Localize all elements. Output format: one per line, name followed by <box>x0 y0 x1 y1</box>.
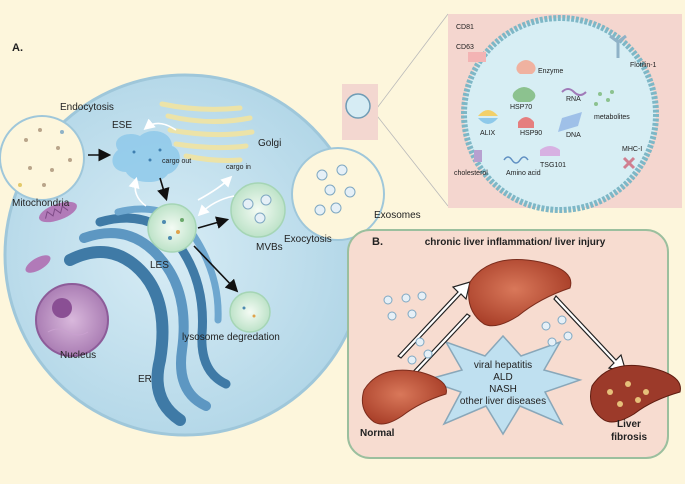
golgi-label: Golgi <box>258 138 282 149</box>
tsg101-label: TSG101 <box>540 162 567 169</box>
amino-acid-label: Amino acid <box>506 170 541 177</box>
panel-b-title: chronic liver inflammation/ liver injury <box>424 237 606 248</box>
enzyme-label: Enzyme <box>538 68 564 75</box>
normal-label: Normal <box>360 428 395 439</box>
cd63-label: CD63 <box>456 44 474 51</box>
endoplasmic-reticulum <box>64 205 231 426</box>
disease-item: viral hepatitis <box>473 360 533 371</box>
liver-normal <box>361 369 447 425</box>
exosomes-label: Exosomes <box>374 210 421 221</box>
disease-item: other liver diseases <box>459 396 547 407</box>
panel-b-exosomes <box>383 291 573 365</box>
ese-label: ESE <box>112 120 133 131</box>
released-exosomes <box>314 164 356 216</box>
disease-star <box>423 334 583 436</box>
panel-b-label: B. <box>372 236 383 248</box>
disease-list: viral hepatitis ALD NASH other liver dis… <box>450 360 556 408</box>
ese-blob <box>112 131 180 183</box>
cargo-in-label: cargo in <box>226 164 251 171</box>
flotilin-label: Flotilin-1 <box>630 62 657 69</box>
cargo-out-label: cargo out <box>162 158 192 165</box>
alix-label: ALIX <box>480 130 496 137</box>
er-label: ER <box>138 374 152 385</box>
disease-item: ALD <box>493 372 513 383</box>
mvbs-vesicle <box>230 182 286 238</box>
les-label: LES <box>150 260 169 271</box>
zoom-connectors <box>373 13 449 207</box>
exosome-thumbnail <box>342 84 378 140</box>
cargo-arrows <box>128 118 235 217</box>
disease-item: NASH <box>489 384 517 395</box>
nucleus <box>35 283 109 357</box>
exosome-zoom-panel <box>448 14 682 213</box>
cholesterol-label: cholesterol <box>454 170 488 177</box>
exocytosis-label: Exocytosis <box>284 234 332 245</box>
liver-injury <box>468 259 572 327</box>
endocytosis-label: Endocytosis <box>60 102 114 113</box>
mitochondria <box>25 201 77 273</box>
pathway-arrows <box>88 148 239 293</box>
metabolites-label: metabolites <box>594 114 630 121</box>
endocytosis-vesicle <box>0 115 85 201</box>
hsp70-label: HSP70 <box>510 104 533 111</box>
mvbs-label: MVBs <box>256 242 283 253</box>
exocytosis-notch <box>291 147 385 241</box>
rna-label: RNA <box>566 96 581 103</box>
dna-label: DNA <box>566 132 581 139</box>
les-vesicle <box>147 203 197 253</box>
lysosome-vesicle <box>229 291 271 333</box>
endocytosis-cargo <box>18 128 72 187</box>
lysosome-label: lysosome degredation <box>182 332 280 343</box>
panel-a-label: A. <box>12 42 23 54</box>
golgi <box>159 101 255 163</box>
mhc-label: MHC-I <box>622 146 643 153</box>
mitochondria-label: Mitochondria <box>12 198 70 209</box>
panel-b <box>347 229 681 459</box>
fibrosis-label: Liver fibrosis <box>610 419 648 443</box>
hsp90-label: HSP90 <box>520 130 543 137</box>
nucleus-label: Nucleus <box>60 350 97 361</box>
cell <box>0 73 385 437</box>
cd81-label: CD81 <box>456 24 474 31</box>
liver-fibrosis <box>590 364 681 423</box>
